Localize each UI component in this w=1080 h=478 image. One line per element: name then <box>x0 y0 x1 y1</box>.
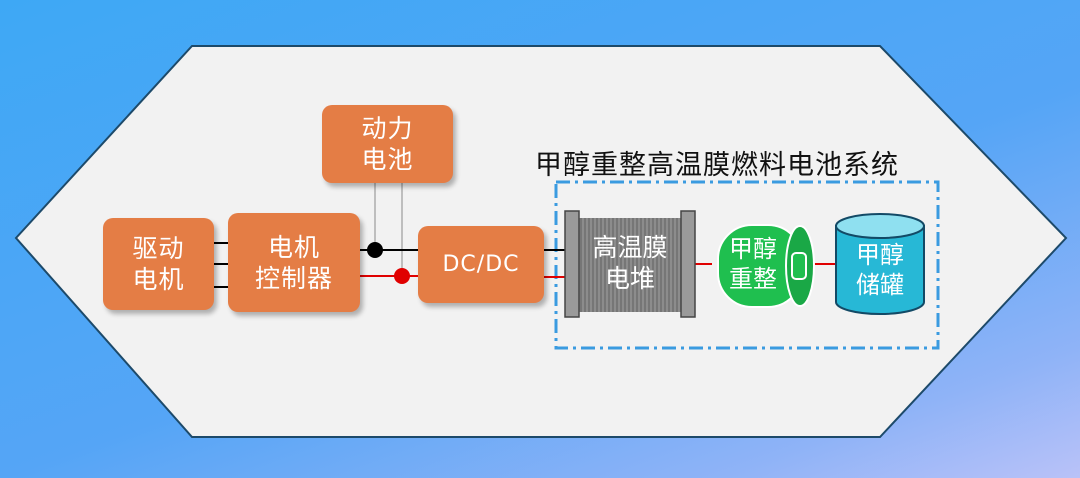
system-title: 甲醇重整高温膜燃料电池系统 <box>535 150 899 181</box>
storage-tank-label: 甲醇 储罐 <box>856 241 904 299</box>
motor-controller-box: 电机 控制器 <box>228 213 360 312</box>
motor-controller-label: 电机 控制器 <box>254 232 333 293</box>
drive-motor-box: 驱动 电机 <box>103 218 214 310</box>
fuel-cell-stack-label: 高温膜 电堆 <box>592 233 668 293</box>
black-dot-icon <box>367 242 383 258</box>
reformer-unit <box>717 224 815 308</box>
dcdc-converter-box: DC/DC <box>418 226 544 303</box>
reformer-label: 甲醇 重整 <box>729 235 777 293</box>
drive-motor-label: 驱动 电机 <box>132 234 185 294</box>
power-battery-box: 动力 电池 <box>322 105 453 183</box>
storage-tank <box>835 213 925 315</box>
fuel-cell-stack <box>564 210 696 318</box>
dcdc-label: DC/DC <box>442 252 520 277</box>
red-dot-icon <box>394 268 410 284</box>
system-boundary <box>554 180 940 350</box>
power-battery-label: 动力 电池 <box>361 114 414 174</box>
